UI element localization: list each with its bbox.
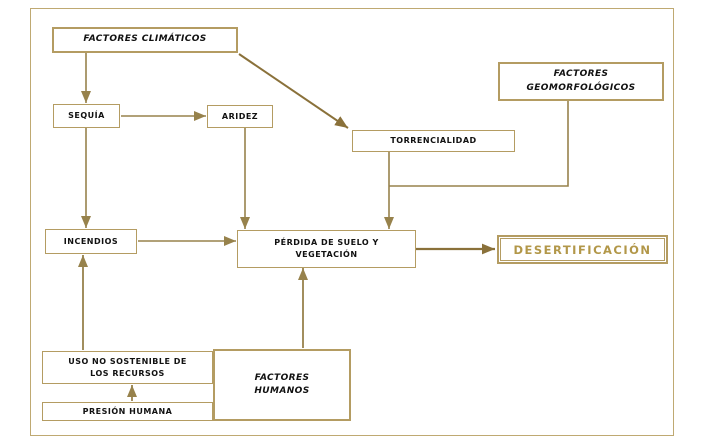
- node-label: ARIDEZ: [221, 111, 259, 121]
- node-label-line2: HUMANOS: [254, 386, 310, 396]
- node-label-line1: USO NO SOSTENIBLE DE: [68, 356, 187, 366]
- node-label: SEQUÍA: [68, 111, 105, 120]
- node-label-line2: VEGETACIÓN: [295, 250, 358, 259]
- node-desertificacion-inner-frame: DESERTIFICACIÓN: [500, 238, 665, 261]
- diagram-border: [30, 8, 674, 436]
- node-torrencialidad: TORRENCIALIDAD: [352, 130, 515, 152]
- node-label-line2: LOS RECURSOS: [90, 368, 165, 378]
- edge-geomorfologicos-join: [389, 101, 569, 187]
- node-factores-geomorfologicos: FACTORES GEOMORFOLÓGICOS: [498, 62, 664, 101]
- node-label: PRESIÓN HUMANA: [82, 406, 173, 416]
- node-factores-climaticos: FACTORES CLIMÁTICOS: [52, 27, 238, 53]
- node-label: INCENDIOS: [63, 236, 119, 246]
- node-aridez: ARIDEZ: [207, 105, 273, 128]
- node-desertificacion: DESERTIFICACIÓN: [497, 235, 668, 264]
- node-label: TORRENCIALIDAD: [390, 136, 477, 145]
- node-label: DESERTIFICACIÓN: [513, 242, 652, 257]
- node-label: FACTORES CLIMÁTICOS: [83, 34, 207, 45]
- node-factores-humanos: FACTORES HUMANOS: [213, 349, 351, 421]
- node-label-line2: GEOMORFOLÓGICOS: [526, 82, 636, 93]
- node-incendios: INCENDIOS: [45, 229, 137, 254]
- node-label-line1: FACTORES: [553, 69, 609, 80]
- node-perdida-suelo-vegetacion: PÉRDIDA DE SUELO Y VEGETACIÓN: [237, 230, 416, 268]
- node-label-line1: FACTORES: [254, 372, 310, 383]
- node-uso-no-sostenible: USO NO SOSTENIBLE DE LOS RECURSOS: [42, 351, 213, 384]
- node-sequia: SEQUÍA: [53, 104, 120, 128]
- node-label-line1: PÉRDIDA DE SUELO Y: [274, 238, 379, 247]
- edge-climaticos-torrencialidad: [238, 53, 349, 129]
- node-presion-humana: PRESIÓN HUMANA: [42, 402, 213, 421]
